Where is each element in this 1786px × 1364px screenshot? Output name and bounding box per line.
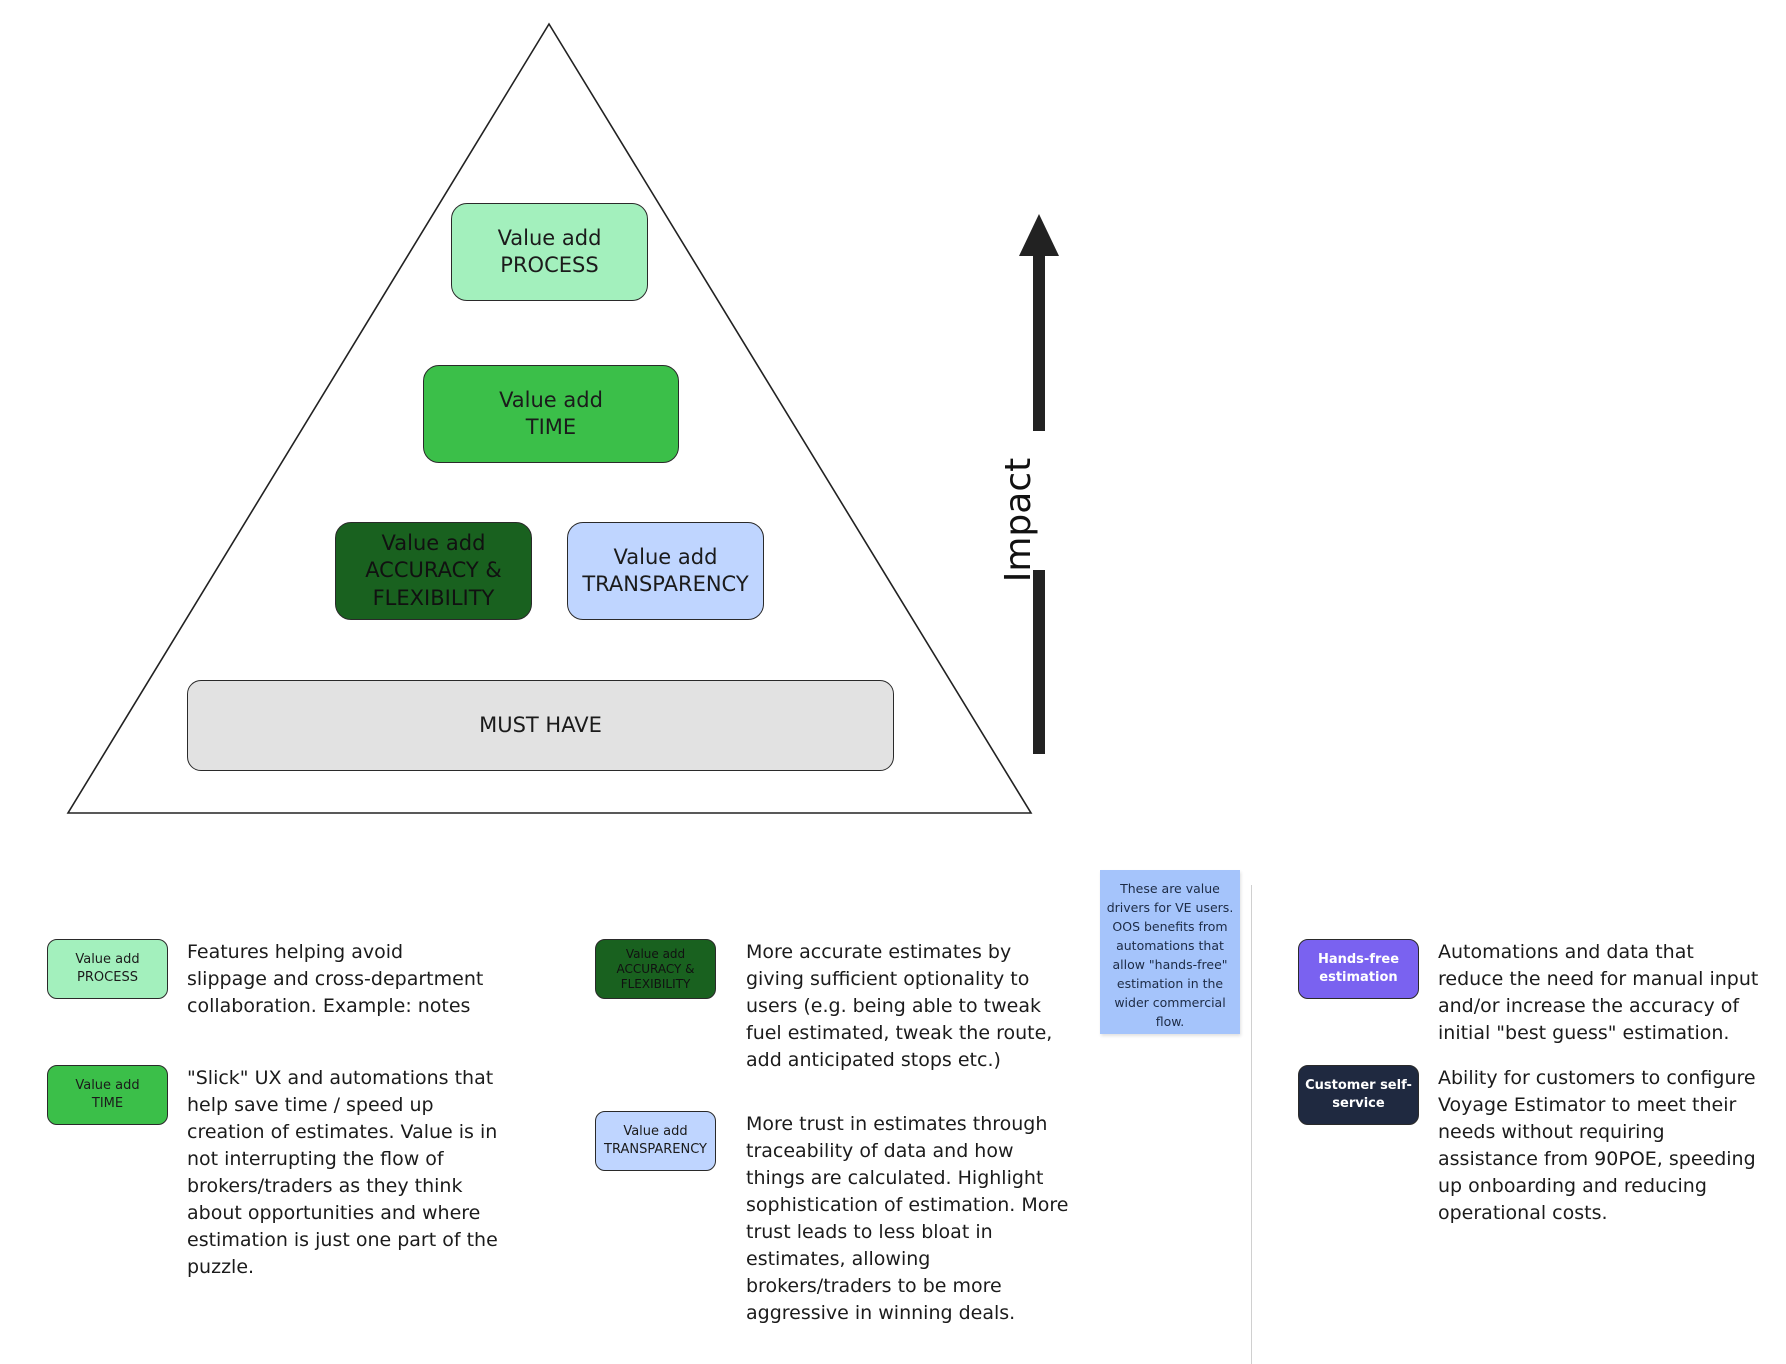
impact-arrow-shaft-upper	[1033, 252, 1045, 431]
legend-description-accuracy: More accurate estimates by giving suffic…	[746, 941, 1053, 1071]
pyramid-box-process: Value add PROCESS	[451, 203, 648, 301]
legend-description-hands-free: Automations and data that reduce the nee…	[1438, 941, 1759, 1044]
legend-description-process: Features helping avoid slippage and cros…	[187, 941, 484, 1017]
legend-swatch-process: Value add PROCESS	[47, 939, 168, 999]
sticky-note: These are value drivers for VE users. OO…	[1100, 870, 1240, 1034]
impact-axis-label: Impact	[997, 457, 1039, 583]
legend-description-time: "Slick" UX and automations that help sav…	[187, 1067, 498, 1278]
legend-description-transparency: More trust in estimates through traceabi…	[746, 1113, 1069, 1324]
legend-description-self-service: Ability for customers to configure Voyag…	[1438, 1067, 1756, 1224]
legend-swatch-hands-free: Hands-free estimation	[1298, 939, 1419, 999]
legend-swatch-time: Value add TIME	[47, 1065, 168, 1125]
legend-swatch-transparency: Value add TRANSPARENCY	[595, 1111, 716, 1171]
pyramid-box-transparency: Value add TRANSPARENCY	[567, 522, 764, 620]
impact-arrow-head	[1019, 214, 1059, 256]
divider-line	[1251, 885, 1252, 1364]
legend-swatch-accuracy: Value add ACCURACY & FLEXIBILITY	[595, 939, 716, 999]
legend-swatch-self-service: Customer self- service	[1298, 1065, 1419, 1125]
pyramid-box-accuracy: Value add ACCURACY & FLEXIBILITY	[335, 522, 532, 620]
pyramid-box-time: Value add TIME	[423, 365, 679, 463]
pyramid-box-must-have: MUST HAVE	[187, 680, 894, 771]
pyramid-triangle	[66, 22, 1033, 814]
impact-arrow-shaft-lower	[1033, 570, 1045, 754]
